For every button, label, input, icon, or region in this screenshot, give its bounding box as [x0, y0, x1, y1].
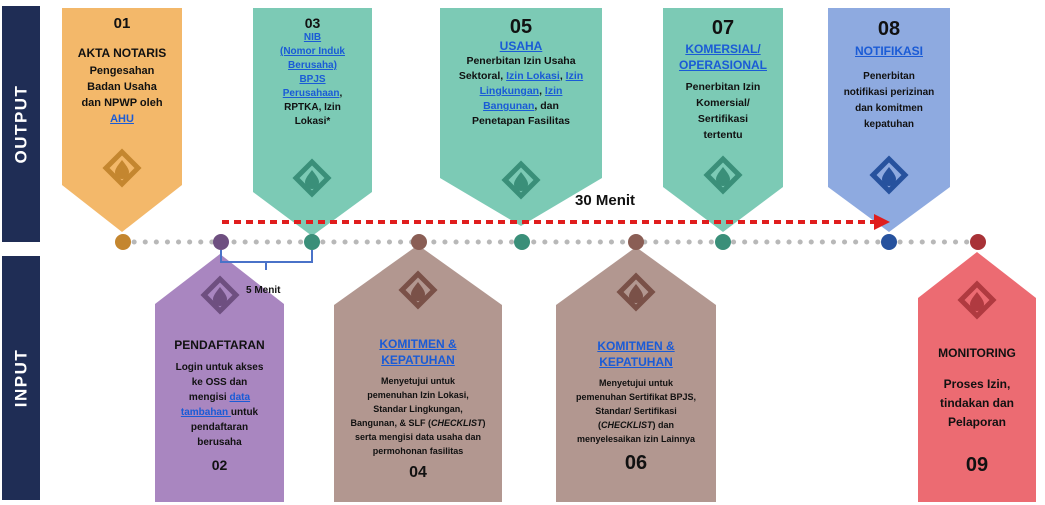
step-01-desc-line1: Pengesahan — [89, 65, 155, 77]
shape-step-03 — [253, 8, 372, 236]
step-07-operasional-link[interactable]: OPERASIONAL — [678, 58, 767, 72]
step-05-card: 05 USAHA Penerbitan Izin Usaha Sektoral,… — [440, 15, 602, 129]
step-03-nib-link-line2[interactable]: (Nomor Induk — [280, 46, 345, 57]
step-05-usaha-link[interactable]: USAHA — [499, 39, 543, 53]
step-02-desc-line5: pendaftaran — [190, 422, 249, 433]
timeline-dot-03 — [304, 234, 320, 250]
timeline-dot-06 — [628, 234, 644, 250]
step-04-desc-line3: Standar Lingkungan, — [373, 404, 463, 414]
step-06-card: KOMITMEN & KEPATUHAN Menyetujui untuk pe… — [556, 338, 716, 474]
output-side-label: OUTPUT — [2, 6, 40, 242]
timeline-dot-02 — [213, 234, 229, 250]
step-02-title: PENDAFTARAN — [174, 338, 265, 352]
step-06-kepatuhan-link[interactable]: KEPATUHAN — [599, 355, 673, 369]
step-04-desc-line5: serta mengisi data usaha dan — [354, 432, 482, 442]
step-09-desc-line1: Proses Izin, — [943, 377, 1011, 391]
step-08-number: 08 — [877, 18, 901, 40]
step-02-desc-line2: ke OSS dan — [191, 377, 248, 388]
step-05-izin-link[interactable]: Izin — [565, 70, 584, 82]
duration-long-label: 30 Menit — [575, 192, 636, 209]
step-07-desc-line3: Sertifikasi — [697, 113, 749, 125]
timeline-dot-07 — [715, 234, 731, 250]
step-03-bpjs-link-line2[interactable]: Perusahaan — [282, 88, 340, 99]
step-01-card: 01 AKTA NOTARIS Pengesahan Badan Usaha d… — [62, 15, 182, 127]
step-03-nib-link[interactable]: NIB — [303, 32, 322, 43]
step-02-desc-line1: Login untuk akses — [175, 362, 264, 373]
step-04-card: KOMITMEN & KEPATUHAN Menyetujui untuk pe… — [334, 336, 502, 481]
shape-step-08 — [828, 8, 950, 232]
step-07-desc-line2: Komersial/ — [696, 97, 750, 109]
step-02-tambahan-link[interactable]: tambahan — [180, 407, 231, 418]
timeline-dot-08 — [881, 234, 897, 250]
step-05-desc-line5: Penetapan Fasilitas — [471, 115, 571, 127]
step-05-lingkungan-link[interactable]: Lingkungan — [479, 85, 540, 97]
step-04-desc-line6: permohonan fasilitas — [372, 446, 464, 456]
step-06-komitmen-link[interactable]: KOMITMEN & — [597, 339, 675, 353]
step-06-desc-line1: Menyetujui untuk — [599, 378, 673, 388]
step-09-title: MONITORING — [938, 346, 1016, 360]
step-08-desc-line2: notifikasi perizinan — [843, 87, 935, 98]
step-08-notifikasi-link[interactable]: NOTIFIKASI — [855, 44, 923, 58]
step-04-desc-line1: Menyetujui untuk — [381, 376, 455, 386]
step-08-desc-line3: dan komitmen — [855, 103, 923, 114]
step-07-card: 07 KOMERSIAL/ OPERASIONAL Penerbitan Izi… — [663, 15, 783, 143]
step-04-number: 04 — [409, 464, 427, 481]
input-side-label: INPUT — [2, 256, 40, 500]
shape-step-07 — [663, 8, 783, 232]
step-07-number: 07 — [711, 17, 735, 39]
step-03-bpjs-link[interactable]: BPJS — [299, 74, 326, 85]
timeline-dot-05 — [514, 234, 530, 250]
step-05-desc-line1: Penerbitan Izin Usaha — [466, 55, 576, 67]
step-02-card: PENDAFTARAN Login untuk akses ke OSS dan… — [155, 336, 284, 473]
step-08-card: 08 NOTIFIKASI Penerbitan notifikasi peri… — [828, 15, 950, 133]
step-08-desc-line4: kepatuhan — [863, 119, 914, 130]
step-06-desc-line3: Standar/ Sertifikasi — [595, 406, 677, 416]
timeline-dot-09 — [970, 234, 986, 250]
shape-step-05 — [440, 8, 602, 226]
step-06-desc-line2: pemenuhan Sertifikat BPJS, — [575, 392, 697, 402]
step-06-desc-line5: menyelesaikan izin Lainnya — [576, 434, 696, 444]
step-05-izin-lokasi-link[interactable]: Izin Lokasi — [506, 70, 560, 82]
step-09-number: 09 — [965, 454, 989, 476]
step-01-ahu-link[interactable]: AHU — [110, 113, 134, 125]
step-02-number: 02 — [211, 457, 228, 473]
timeline-dot-01 — [115, 234, 131, 250]
step-07-desc-line4: tertentu — [703, 129, 743, 141]
step-03-desc-line1: RPTKA, Izin — [284, 102, 341, 113]
step-04-desc-line2: pemenuhan Izin Lokasi, — [367, 390, 469, 400]
step-02-data-link[interactable]: data — [229, 392, 251, 403]
shape-step-04 — [334, 245, 502, 502]
step-04-kepatuhan-link[interactable]: KEPATUHAN — [381, 353, 455, 367]
step-07-desc-line1: Penerbitan Izin — [685, 81, 761, 93]
step-09-desc-line2: tindakan dan — [939, 396, 1014, 410]
step-01-number: 01 — [113, 15, 131, 32]
step-02-desc-line6: berusaha — [197, 437, 242, 448]
step-07-komersial-link[interactable]: KOMERSIAL/ — [685, 42, 761, 56]
timeline-dot-04 — [411, 234, 427, 250]
step-01-desc-line2: Badan Usaha — [87, 81, 157, 93]
step-01-title: AKTA NOTARIS — [77, 46, 167, 60]
step-03-desc-line2: Lokasi* — [294, 116, 331, 127]
shape-step-01 — [62, 8, 182, 232]
step-01-desc-line3: dan NPWP oleh — [81, 97, 163, 109]
five-minute-bracket — [220, 250, 313, 270]
step-06-number: 06 — [624, 452, 648, 474]
step-03-card: 03 NIB (Nomor Induk Berusaha) BPJS Perus… — [253, 15, 372, 129]
step-08-desc-line1: Penerbitan — [863, 71, 915, 82]
duration-short-label: 5 Menit — [246, 285, 281, 296]
step-05-izin-link-2[interactable]: Izin — [544, 85, 563, 97]
step-05-number: 05 — [509, 16, 533, 38]
step-09-card: MONITORING Proses Izin, tindakan dan Pel… — [918, 344, 1036, 475]
step-05-bangunan-link[interactable]: Bangunan — [483, 100, 535, 112]
duration-arrow-head — [874, 214, 890, 230]
step-04-komitmen-link[interactable]: KOMITMEN & — [379, 337, 457, 351]
shape-step-09 — [918, 252, 1036, 502]
step-03-nib-link-line3[interactable]: Berusaha) — [288, 60, 337, 71]
shape-step-02 — [155, 254, 284, 502]
step-03-number: 03 — [304, 15, 321, 31]
shape-step-06 — [556, 247, 716, 502]
step-09-desc-line3: Pelaporan — [947, 415, 1007, 429]
